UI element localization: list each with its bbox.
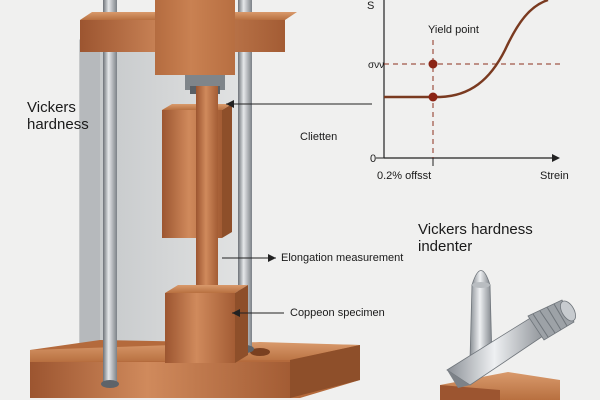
stress-strain-curve: [384, 0, 549, 99]
center-label: Clietten: [300, 131, 338, 143]
elongation-label: Elongation measurement: [281, 252, 404, 264]
chart-y-axis-mid-label: σνν: [368, 60, 385, 71]
leader-lines: [222, 100, 372, 317]
indenter-block: [440, 372, 560, 400]
yield-point-label: Yield point: [428, 24, 479, 36]
chart-x-arrow: [552, 154, 560, 162]
offset-point-marker: [428, 92, 438, 102]
chart-x-axis-label: Strein: [540, 170, 569, 182]
indenter-body: [446, 299, 576, 388]
stress-strain-chart: [376, 0, 560, 166]
yield-point-marker: [428, 59, 438, 69]
vickers-hardness-line2: hardness: [27, 115, 89, 133]
vickers-hardness-line1: Vickers: [27, 99, 76, 116]
vickers-hardness-label: Vickers hardness: [27, 99, 89, 133]
copper-specimen: [196, 86, 218, 296]
chart-y-axis-top-label: S: [367, 0, 375, 12]
lower-grip: [165, 285, 248, 363]
indenter-label: Vickers hardness indenter: [418, 221, 533, 255]
specimen-label: Coppeon specimen: [290, 307, 385, 319]
chart-offset-label: 0.2% offsst: [377, 170, 432, 182]
indenter-label-line1: Vickers hardness: [418, 221, 533, 238]
upper-crosshead: [80, 0, 297, 94]
indenter-label-line2: indenter: [418, 237, 473, 255]
left-column: [101, 0, 119, 388]
chart-origin-label: 0: [370, 153, 377, 165]
